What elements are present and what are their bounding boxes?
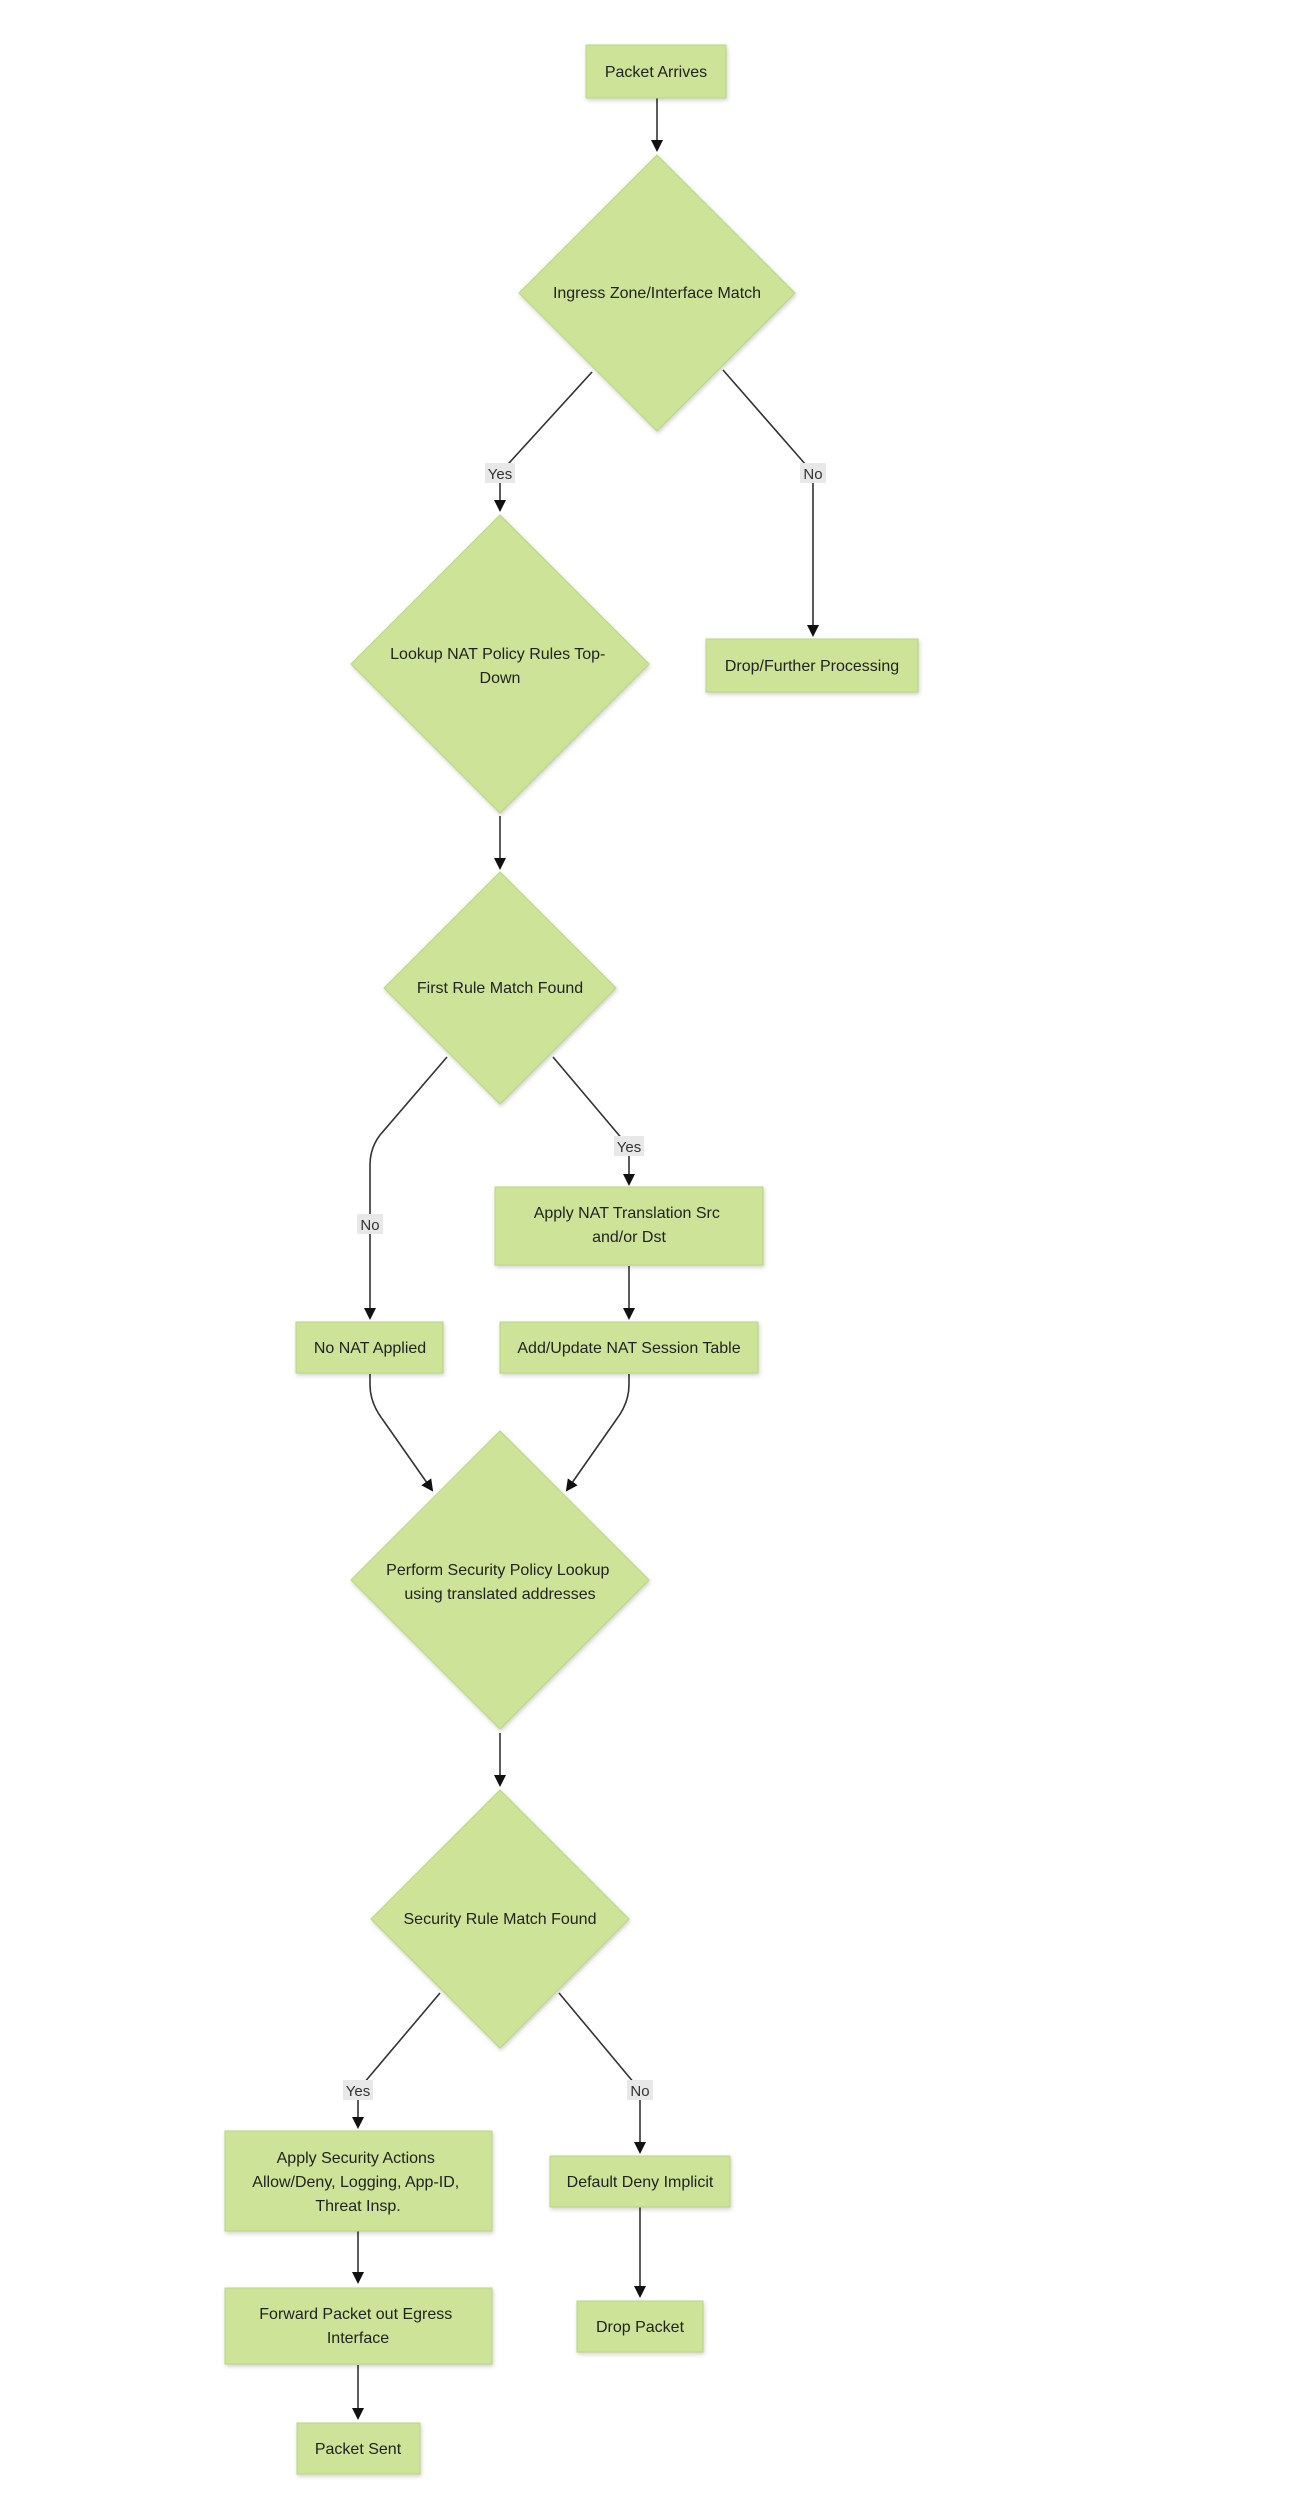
svg-text:Apply NAT Translation Src: Apply NAT Translation Src and/or Dst xyxy=(534,1205,725,1246)
svg-text:No NAT Applied: No NAT Applied xyxy=(314,1340,426,1357)
node-first-rule-match[interactable]: First Rule Match Found xyxy=(383,871,617,1105)
lookup-nat-line-2: Down xyxy=(480,670,521,687)
svg-text:Drop Packet: Drop Packet xyxy=(596,2319,685,2336)
svg-text:Yes: Yes xyxy=(488,466,512,483)
edge-firstrule-no xyxy=(364,1056,448,1320)
node-security-rule-match[interactable]: Security Rule Match Found xyxy=(370,1789,630,2049)
svg-text:Perform Security Policy Lookup: Perform Security Policy Lookup using tra… xyxy=(386,1562,614,1603)
edge-label-firstrule-no: No xyxy=(357,1214,383,1234)
lookup-nat-line-1: Lookup NAT Policy Rules Top- xyxy=(390,646,605,663)
edge-label-ingress-no: No xyxy=(800,463,826,483)
node-packet-arrives[interactable]: Packet Arrives xyxy=(585,44,727,99)
svg-text:Packet Arrives: Packet Arrives xyxy=(605,64,707,81)
apply-security-line-2: Allow/Deny, Logging, App-ID, xyxy=(252,2174,459,2191)
nodes: Packet Arrives Ingress Zone/Interface Ma… xyxy=(224,44,919,2475)
edge-addupdate-to-security xyxy=(565,1374,630,1492)
edge-labels: Yes No No Yes Yes No xyxy=(343,463,826,2100)
node-no-nat-applied[interactable]: No NAT Applied xyxy=(295,1321,444,1374)
svg-text:Drop/Further Processing: Drop/Further Processing xyxy=(725,658,899,675)
node-packet-sent[interactable]: Packet Sent xyxy=(296,2422,421,2475)
svg-text:Lookup NAT Policy Rules Top-: Lookup NAT Policy Rules Top- Down xyxy=(390,646,610,687)
edge-rulematch-yes xyxy=(352,1992,441,2129)
svg-text:Security Rule Match Found: Security Rule Match Found xyxy=(404,1911,597,1928)
svg-text:No: No xyxy=(360,1217,379,1234)
security-lookup-line-2: using translated addresses xyxy=(404,1586,595,1603)
svg-text:Packet Sent: Packet Sent xyxy=(315,2441,402,2458)
svg-text:Add/Update NAT Session Table: Add/Update NAT Session Table xyxy=(517,1340,740,1357)
edge-rulematch-no xyxy=(558,1992,646,2154)
svg-text:Ingress Zone/Interface Match: Ingress Zone/Interface Match xyxy=(553,285,761,302)
edge-label-rulematch-no: No xyxy=(627,2080,653,2100)
apply-security-line-1: Apply Security Actions xyxy=(277,2150,435,2167)
edge-ingress-no xyxy=(722,369,819,637)
svg-text:No: No xyxy=(803,466,822,483)
node-drop-further-processing[interactable]: Drop/Further Processing xyxy=(705,638,919,693)
apply-nat-line-1: Apply NAT Translation Src xyxy=(534,1205,720,1222)
node-drop-packet[interactable]: Drop Packet xyxy=(576,2300,704,2353)
forward-packet-line-1: Forward Packet out Egress xyxy=(259,2306,452,2323)
edge-nonat-to-security xyxy=(369,1374,434,1492)
node-forward-packet[interactable]: Forward Packet out Egress Interface xyxy=(224,2287,493,2365)
node-default-deny-implicit[interactable]: Default Deny Implicit xyxy=(549,2155,731,2208)
edge-label-rulematch-yes: Yes xyxy=(343,2080,373,2100)
node-apply-security-actions[interactable]: Apply Security Actions Allow/Deny, Loggi… xyxy=(224,2130,493,2232)
svg-text:First Rule Match Found: First Rule Match Found xyxy=(417,980,583,997)
edge-ingress-yes xyxy=(494,371,593,512)
node-ingress-match[interactable]: Ingress Zone/Interface Match xyxy=(518,154,796,432)
svg-text:Apply Security Actions: Apply Security Actions Allow/Deny, Loggi… xyxy=(252,2150,463,2215)
apply-nat-line-2: and/or Dst xyxy=(592,1229,666,1246)
svg-text:Default Deny Implicit: Default Deny Implicit xyxy=(567,2174,714,2191)
svg-text:Forward Packet out Egress: Forward Packet out Egress Interface xyxy=(259,2306,456,2347)
apply-security-line-3: Threat Insp. xyxy=(315,2198,400,2215)
node-add-update-nat-session[interactable]: Add/Update NAT Session Table xyxy=(499,1321,759,1374)
svg-text:Yes: Yes xyxy=(617,1139,641,1156)
node-apply-nat-translation[interactable]: Apply NAT Translation Src and/or Dst xyxy=(494,1186,764,1266)
node-lookup-nat-policy[interactable]: Lookup NAT Policy Rules Top- Down xyxy=(350,514,650,814)
security-lookup-line-1: Perform Security Policy Lookup xyxy=(386,1562,609,1579)
node-security-policy-lookup[interactable]: Perform Security Policy Lookup using tra… xyxy=(350,1430,650,1730)
forward-packet-line-2: Interface xyxy=(327,2330,389,2347)
edge-firstrule-yes xyxy=(552,1056,635,1186)
svg-text:No: No xyxy=(630,2083,649,2100)
svg-text:Yes: Yes xyxy=(346,2083,370,2100)
edge-label-firstrule-yes: Yes xyxy=(614,1136,644,1156)
edge-label-ingress-yes: Yes xyxy=(485,463,515,483)
